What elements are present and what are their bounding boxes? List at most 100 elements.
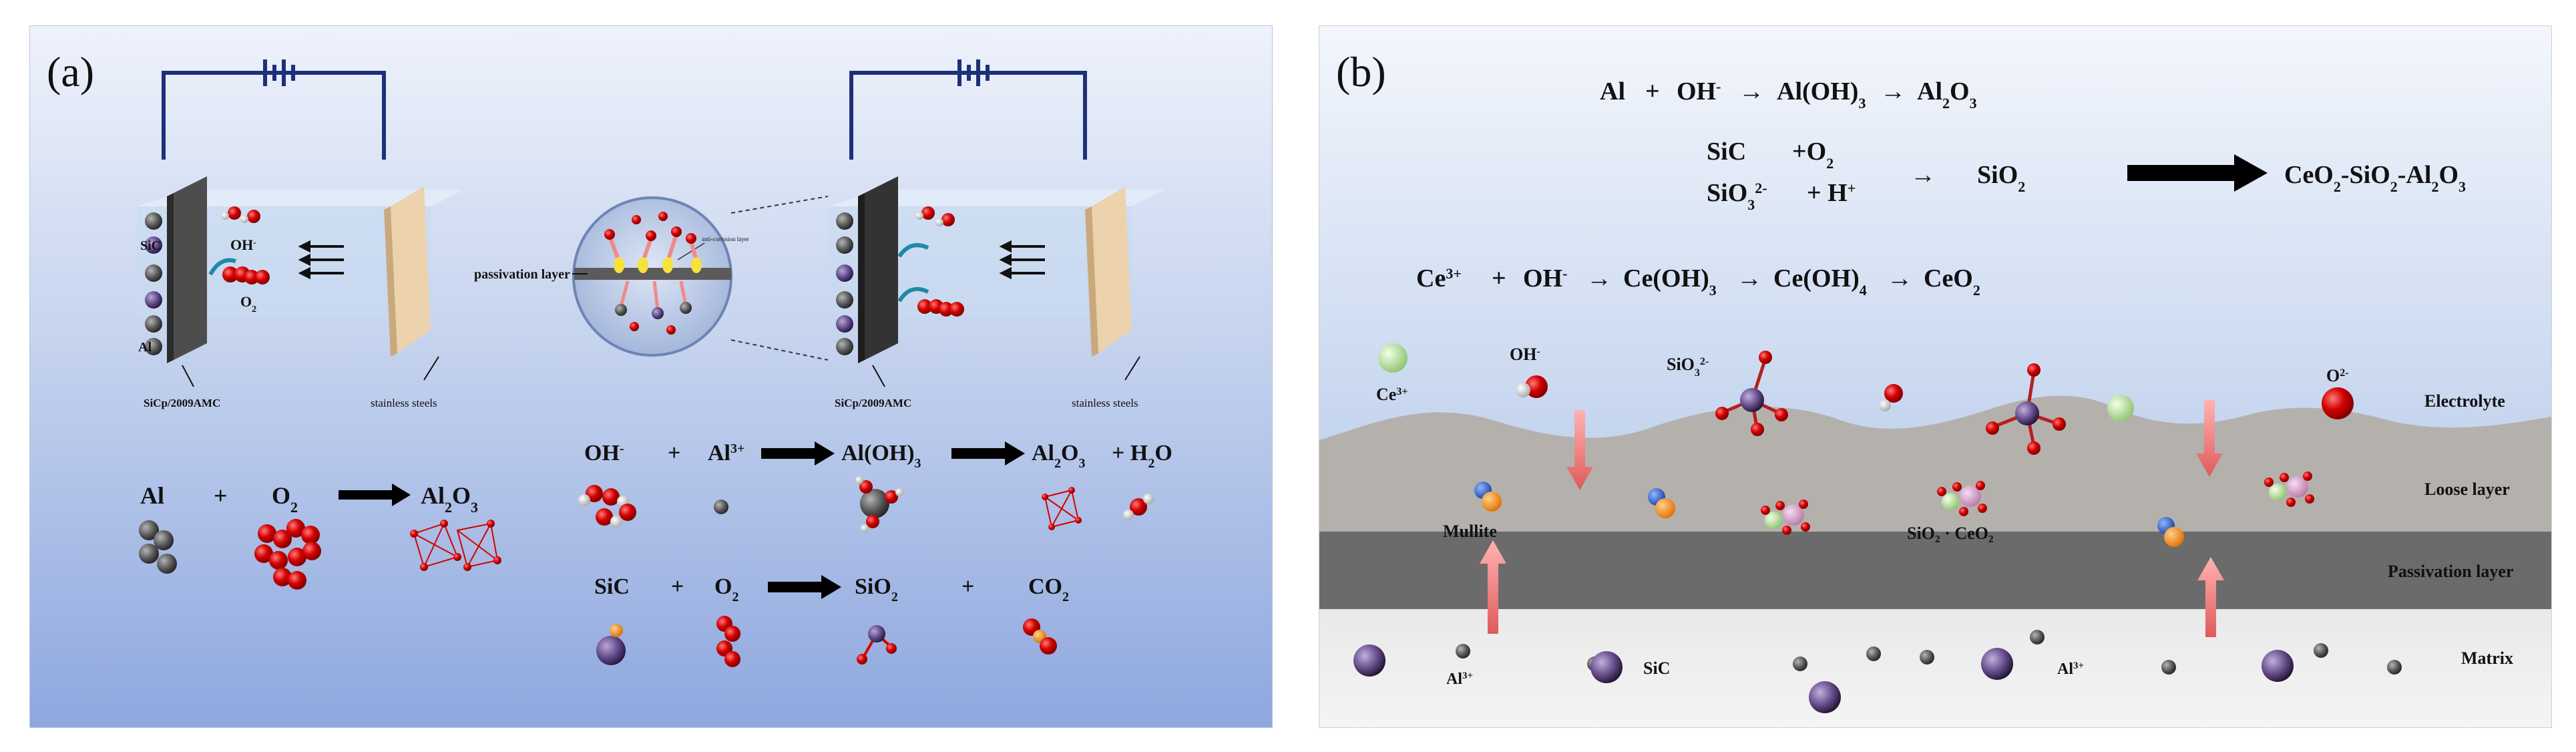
left-o2-label: O2 bbox=[240, 293, 256, 315]
passivation-layer-label: passivation layer bbox=[474, 267, 570, 282]
eq2-h: + H+ bbox=[1807, 179, 1856, 207]
eq1-al2o3: Al2O3 bbox=[1917, 77, 1977, 112]
r3-plus: + bbox=[671, 574, 684, 599]
eq1-oh: OH- bbox=[1677, 77, 1721, 106]
left-anode-label: SiCp/2009AMC bbox=[144, 397, 220, 409]
eq1-arrow: → bbox=[1739, 77, 1764, 106]
left-electrolyte-tank bbox=[137, 206, 431, 317]
eq2-o2: +O2 bbox=[1792, 138, 1834, 172]
right-cathode-label: stainless steels bbox=[1072, 397, 1138, 409]
right-ion-arrows bbox=[999, 240, 1045, 280]
panel-a-label: (a) bbox=[47, 48, 94, 96]
left-oh-label: OH- bbox=[230, 236, 256, 253]
r2-arrow-1 bbox=[761, 441, 835, 465]
left-ion-arrows bbox=[298, 240, 344, 280]
left-battery-icon bbox=[263, 59, 295, 86]
panel-a-background bbox=[30, 26, 1272, 727]
left-anode-plate bbox=[174, 176, 207, 360]
panel-b-diagram: (b) Al + OH- → Al(OH)3 → Al2O3 SiC +O2 S… bbox=[1319, 26, 2551, 727]
r2-aloh3: Al(OH)3 bbox=[841, 441, 921, 471]
eq3-ceoh3: Ce(OH)3 bbox=[1623, 264, 1717, 299]
mullite-label: Mullite bbox=[1443, 522, 1497, 541]
right-electrolyte-tank bbox=[828, 206, 1132, 317]
equation-aluminum: Al + OH- → Al(OH)3 → Al2O3 bbox=[1600, 77, 1977, 112]
eq2-product: CeO2-SiO2-Al2O3 bbox=[2284, 161, 2466, 195]
left-cathode-plate bbox=[391, 186, 431, 353]
equation-cerium: Ce3+ + OH- → Ce(OH)3 → Ce(OH)4 → CeO2 bbox=[1416, 264, 1980, 299]
r1-plus: + bbox=[214, 482, 228, 509]
eq2-arrow: → bbox=[1910, 161, 1936, 189]
eq3-ce: Ce3+ bbox=[1416, 264, 1462, 293]
r2-arrow-2 bbox=[951, 441, 1025, 465]
right-cathode-plate bbox=[1092, 186, 1132, 353]
reaction-al-oxidation: Al + O2 Al2O3 bbox=[139, 482, 501, 590]
passivation-strip bbox=[574, 268, 731, 280]
r3-plus-2: + bbox=[961, 574, 974, 599]
o2-label: O2- bbox=[2326, 366, 2349, 385]
eq3-arrow: → bbox=[1586, 264, 1612, 293]
eq3-arrow-3: → bbox=[1887, 264, 1912, 293]
left-al-label: Al bbox=[138, 340, 152, 355]
eq3-ceoh4: Ce(OH)4 bbox=[1773, 264, 1867, 299]
passivation-layer-label: Passivation layer bbox=[2388, 562, 2514, 581]
panel-b-label: (b) bbox=[1336, 48, 1386, 96]
r1-arrow bbox=[339, 484, 411, 506]
left-cell: SiC Al OH- O2 SiCp/2009AMC stainless ste… bbox=[137, 59, 464, 409]
r2-al3: Al3+ bbox=[708, 441, 744, 465]
passivation-layer-band bbox=[1319, 530, 2551, 609]
r3-o2: O2 bbox=[714, 574, 738, 604]
r3-sio2: SiO2 bbox=[855, 574, 898, 604]
right-anode-plate bbox=[865, 176, 898, 360]
oh-label: OH- bbox=[1510, 345, 1540, 364]
matrix-particles: Al3+ SiC Al3+ bbox=[1353, 630, 2402, 713]
equation-silicon: SiC +O2 SiO32- + H+ → SiO2 CeO2-SiO2-Al2… bbox=[1707, 138, 2466, 213]
upward-arrows bbox=[1480, 540, 2224, 637]
electrolyte-label: Electrolyte bbox=[2424, 391, 2505, 411]
r2-oh: OH- bbox=[584, 441, 624, 465]
eq1-aloh3: Al(OH)3 bbox=[1777, 77, 1866, 112]
loose-layer-label: Loose layer bbox=[2424, 480, 2510, 499]
panel-b: (b) Al + OH- → Al(OH)3 → Al2O3 SiC +O2 S… bbox=[1319, 25, 2552, 728]
matrix-sic-label: SiC bbox=[1643, 659, 1670, 678]
left-reaction-arc bbox=[208, 258, 236, 276]
r3-sic: SiC bbox=[594, 574, 630, 599]
panel-a-diagram: (a) SiC Al OH- O2 bbox=[30, 26, 1272, 727]
right-anode-label: SiCp/2009AMC bbox=[835, 397, 911, 409]
al3-label-2: Al3+ bbox=[2057, 661, 2084, 678]
right-cell: SiCp/2009AMC stainless steels bbox=[828, 59, 1165, 409]
ce3-label: Ce3+ bbox=[1376, 385, 1408, 404]
r2-h2o: + H2O bbox=[1112, 441, 1172, 471]
reaction-sic-oxidation: SiC + O2 SiO2 + CO2 bbox=[594, 574, 1069, 667]
magnifier-caption: anti-corrosion layer bbox=[702, 236, 749, 242]
r3-co2: CO2 bbox=[1028, 574, 1069, 604]
sio2-ceo2-label: SiO₂ · CeO₂ bbox=[1907, 524, 1994, 543]
r1-al: Al bbox=[140, 482, 164, 509]
eq3-oh: OH- bbox=[1523, 264, 1567, 293]
electrolyte-species: Ce3+ OH- SiO32- O2- bbox=[1376, 343, 2354, 455]
r1-o2: O2 bbox=[272, 482, 298, 516]
magnified-passivation: anti-corrosion layer passivation layer bbox=[474, 196, 829, 361]
eq3-ceo2: CeO2 bbox=[1924, 264, 1980, 299]
al3-label-1: Al3+ bbox=[1446, 671, 1473, 688]
right-battery-icon bbox=[957, 59, 990, 86]
r2-al2o3: Al2O3 bbox=[1032, 441, 1085, 471]
loose-layer-band bbox=[1319, 395, 2551, 532]
r1-al2o3: Al2O3 bbox=[421, 482, 478, 516]
eq2-sio3: SiO32- bbox=[1707, 179, 1767, 213]
eq3-arrow-2: → bbox=[1737, 264, 1762, 293]
eq2-sio2: SiO2 bbox=[1977, 161, 2025, 195]
downward-arrows bbox=[1566, 400, 2223, 490]
r2-plus: + bbox=[668, 441, 680, 465]
r3-arrow bbox=[768, 575, 841, 599]
eq3-plus: + bbox=[1492, 264, 1506, 293]
loose-layer-species: Mullite SiO₂ · CeO₂ bbox=[1443, 472, 2314, 547]
eq2-big-arrow bbox=[2127, 154, 2268, 192]
left-cathode-label: stainless steels bbox=[371, 397, 437, 409]
eq1-plus: + bbox=[1645, 77, 1660, 106]
eq2-sic: SiC bbox=[1707, 138, 1746, 166]
eq1-al: Al bbox=[1600, 77, 1625, 106]
sio3-label: SiO32- bbox=[1667, 355, 1709, 379]
matrix-layer bbox=[1319, 607, 2551, 727]
left-sic-label: SiC bbox=[140, 238, 161, 253]
matrix-label: Matrix bbox=[2461, 648, 2513, 668]
